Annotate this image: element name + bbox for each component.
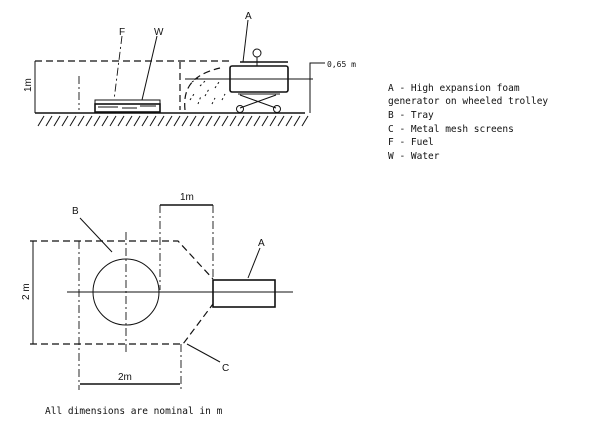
label-a: A <box>245 11 252 22</box>
hatch-line <box>285 115 293 127</box>
hatch-line <box>69 115 77 127</box>
foam-outline <box>184 67 221 111</box>
wheel <box>236 105 244 113</box>
hatch-line <box>173 115 181 127</box>
label-c-leader <box>186 343 221 363</box>
hatch-line <box>301 115 309 127</box>
offset-dimension-label: 1m <box>180 192 194 203</box>
hatch-line <box>45 115 53 127</box>
height-dimension-label: 1m <box>23 78 34 92</box>
hatch-line <box>237 115 245 127</box>
generator-height-label: 0,65 m <box>327 60 356 69</box>
hatch-line <box>61 115 69 127</box>
generator-handle <box>252 48 262 58</box>
hatch-line <box>277 115 285 127</box>
hatch-line <box>269 115 277 127</box>
legend-item: A - High expansion foam <box>388 83 520 94</box>
hatch-line <box>157 115 165 127</box>
hatch-line <box>37 115 45 127</box>
hatch-line <box>101 115 109 127</box>
hatch-line <box>245 115 253 127</box>
fuel-marks <box>98 105 156 109</box>
hatch-line <box>165 115 173 127</box>
legend: A - High expansion foam generator on whe… <box>388 83 548 162</box>
ground-hatching <box>37 115 309 127</box>
legend-item: W - Water <box>388 151 440 162</box>
screen-outline-bottom <box>30 303 214 345</box>
hatch-line <box>221 115 229 127</box>
hatch-line <box>197 115 205 127</box>
side-elevation: 1m F W A 0,65 m <box>23 11 356 127</box>
hatch-line <box>229 115 237 127</box>
length-dimension-label: 2m <box>118 372 132 383</box>
hatch-line <box>181 115 189 127</box>
legend-item: F - Fuel <box>388 137 434 148</box>
hatch-line <box>205 115 213 127</box>
legend-item: C - Metal mesh screens <box>388 124 514 135</box>
hatch-line <box>117 115 125 127</box>
hatch-line <box>85 115 93 127</box>
scissor-lift <box>238 93 280 109</box>
label-b-leader <box>79 217 113 253</box>
hatch-line <box>93 115 101 127</box>
hatch-line <box>141 115 149 127</box>
hatch-line <box>125 115 133 127</box>
hatch-line <box>149 115 157 127</box>
wheel <box>273 105 281 113</box>
hatch-line <box>213 115 221 127</box>
width-dimension-label: 2 m <box>21 283 32 300</box>
caption: All dimensions are nominal in m <box>45 406 223 417</box>
label-b: B <box>72 206 79 217</box>
screen-outline-top <box>30 240 214 280</box>
hatch-line <box>53 115 61 127</box>
hatch-line <box>189 115 197 127</box>
hatch-line <box>293 115 301 127</box>
plan-view: 2 m 2m 1m B A C <box>21 192 293 390</box>
hatch-line <box>261 115 269 127</box>
fuel-leader <box>113 35 123 101</box>
hatch-line <box>133 115 141 127</box>
legend-item: B - Tray <box>388 110 434 121</box>
label-w: W <box>154 27 164 38</box>
label-a-leader <box>242 19 249 63</box>
hatch-line <box>77 115 85 127</box>
generator-height-dimension <box>309 62 325 113</box>
foam-marks <box>189 77 226 105</box>
foam-generator <box>212 279 276 308</box>
label-a: A <box>258 238 265 249</box>
hatch-line <box>253 115 261 127</box>
label-a-leader <box>247 247 261 279</box>
hatch-line <box>109 115 117 127</box>
label-f: F <box>119 27 125 38</box>
legend-item: generator on wheeled trolley <box>388 96 548 107</box>
label-c: C <box>222 363 229 374</box>
tray <box>94 103 161 113</box>
water-leader <box>141 35 158 101</box>
